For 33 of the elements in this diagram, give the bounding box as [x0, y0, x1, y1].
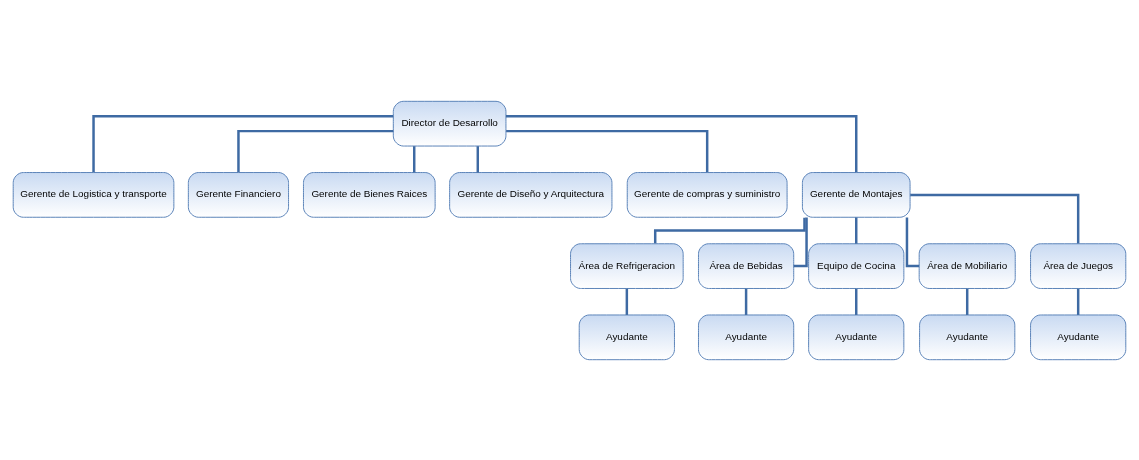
connector	[506, 129, 709, 172]
connector	[965, 288, 969, 315]
connector	[505, 114, 858, 172]
connector	[744, 288, 748, 315]
node-box: Gerente Financiero	[187, 171, 290, 218]
connector	[1076, 288, 1080, 315]
node-box: Equipo de Cocina	[808, 242, 905, 289]
node-box: Área de Mobiliario	[918, 242, 1016, 289]
connector	[625, 288, 629, 315]
node-box: Ayudante	[578, 313, 675, 360]
node-box: Gerente de Logistica y transporte	[12, 171, 175, 218]
node-box: Ayudante	[698, 313, 795, 360]
node-box: Ayudante	[919, 313, 1016, 360]
connector	[793, 216, 808, 267]
connector	[855, 216, 858, 244]
node-box: Gerente de Montajes	[801, 171, 911, 218]
node-box: Ayudante	[1030, 313, 1127, 360]
connector	[855, 288, 858, 315]
node-box: Gerente de Diseño y Arquitectura	[449, 171, 613, 218]
connector	[413, 145, 416, 172]
connector	[92, 114, 394, 172]
node-box: Área de Juegos	[1030, 242, 1127, 289]
node-box: Gerente de compras y suministro	[626, 171, 788, 218]
connector	[237, 129, 394, 172]
node-box: Director de Desarrollo	[392, 100, 507, 147]
connector	[910, 193, 1080, 244]
node-box: Área de Refrigeracion	[570, 242, 684, 289]
node-box: Ayudante	[808, 313, 905, 360]
connector	[653, 217, 806, 243]
node-box: Gerente de Bienes Raices	[302, 171, 436, 218]
connector	[476, 145, 480, 172]
node-box: Área de Bebidas	[698, 242, 795, 289]
connector	[905, 216, 920, 267]
